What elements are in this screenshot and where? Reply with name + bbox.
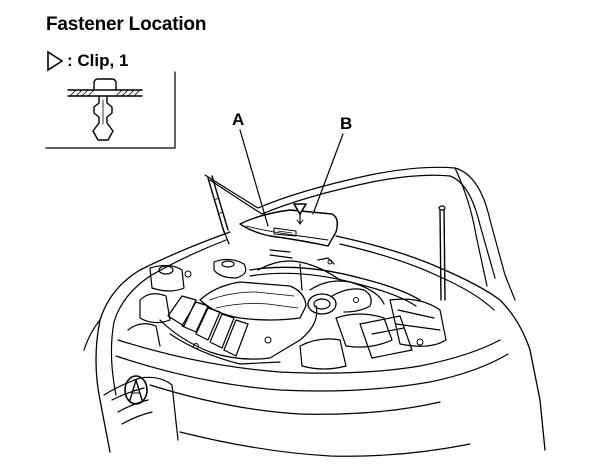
bolts [184, 259, 424, 349]
clip-location-marker [293, 203, 307, 225]
page-title: Fastener Location [46, 14, 207, 35]
hood-outline [204, 166, 516, 301]
legend: : Clip, 1 [46, 50, 128, 72]
clip-detail-inset [45, 71, 176, 149]
hood-prop-rod [207, 175, 446, 301]
leader-line-a [239, 129, 269, 227]
callout-label-a: A [232, 110, 245, 129]
radiator-support [115, 339, 509, 457]
emblem-icon [124, 375, 148, 405]
legend-label: : Clip, 1 [67, 51, 129, 70]
front-grille [103, 376, 179, 441]
engine-bay-body [83, 231, 546, 453]
triangle-outline-icon [47, 50, 64, 72]
cowl-cover [239, 209, 339, 247]
engine [127, 249, 447, 370]
callout-label-b: B [340, 114, 353, 133]
leader-line-b [312, 133, 344, 215]
